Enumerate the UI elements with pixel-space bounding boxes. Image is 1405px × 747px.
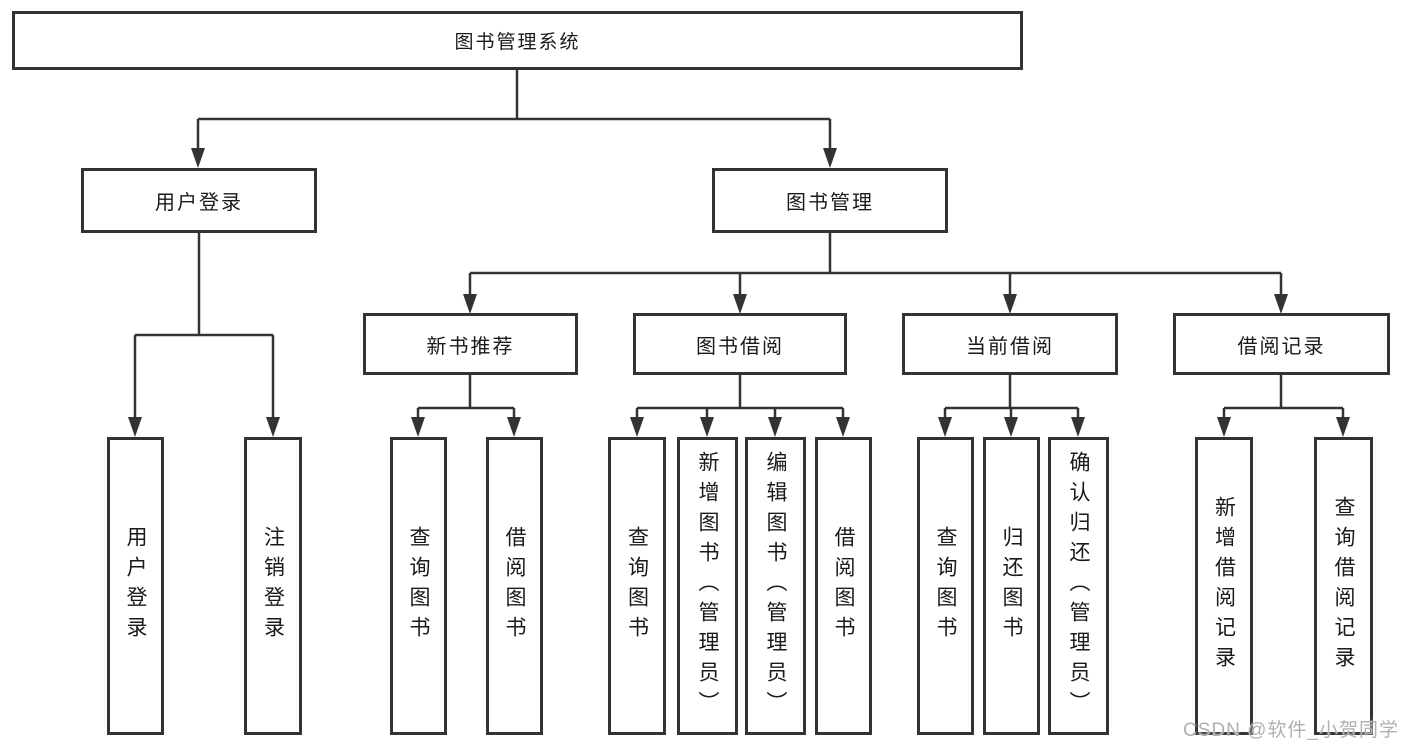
leaf-query-borrow-record: 查询借阅记录 [1314, 437, 1373, 735]
node-current-borrow: 当前借阅 [902, 313, 1118, 375]
leaf-label: 借阅图书 [832, 526, 855, 646]
leaf-label: 借阅图书 [503, 526, 526, 646]
leaf-label: 编辑图书（管理员） [764, 451, 787, 721]
connector-root [196, 70, 832, 150]
leaf-query-books-1: 查询图书 [390, 437, 447, 735]
connector-user-login [133, 233, 275, 419]
leaf-label: 新增图书（管理员） [696, 451, 719, 721]
leaf-borrow-books-2: 借阅图书 [815, 437, 872, 735]
node-label: 当前借阅 [966, 335, 1054, 358]
node-user-login: 用户登录 [81, 168, 317, 233]
leaf-label: 确认归还（管理员） [1067, 451, 1090, 721]
node-label: 图书管理系统 [454, 32, 581, 53]
node-label: 图书管理 [786, 192, 874, 214]
node-label: 图书借阅 [696, 335, 784, 358]
leaf-add-borrow-record: 新增借阅记录 [1195, 437, 1253, 735]
connector-current-borrow [943, 375, 1080, 419]
leaf-borrow-books-1: 借阅图书 [486, 437, 543, 735]
leaf-label: 用户登录 [124, 526, 147, 646]
leaf-label: 查询图书 [934, 526, 957, 646]
leaf-logout-login: 注销登录 [244, 437, 302, 735]
connector-new-book [416, 375, 516, 419]
node-book-management: 图书管理 [712, 168, 948, 233]
node-library-management-system: 图书管理系统 [12, 11, 1023, 70]
leaf-add-book-admin: 新增图书（管理员） [677, 437, 738, 735]
leaf-label: 查询借阅记录 [1332, 496, 1355, 676]
connector-borrow-records [1222, 375, 1345, 419]
node-book-borrow: 图书借阅 [633, 313, 847, 375]
watermark: CSDN @软件_小贺同学 [1183, 720, 1399, 741]
connector-book-borrow [635, 375, 845, 419]
node-label: 用户登录 [155, 192, 243, 214]
node-borrow-records: 借阅记录 [1173, 313, 1390, 375]
node-new-book-recommend: 新书推荐 [363, 313, 578, 375]
leaf-confirm-return-admin: 确认归还（管理员） [1048, 437, 1109, 735]
leaf-label: 归还图书 [1000, 526, 1023, 646]
leaf-query-books-3: 查询图书 [917, 437, 974, 735]
leaf-user-login: 用户登录 [107, 437, 164, 735]
leaf-return-books: 归还图书 [983, 437, 1040, 735]
connector-book-management [468, 233, 1283, 297]
leaf-label: 新增借阅记录 [1212, 496, 1236, 676]
leaf-query-books-2: 查询图书 [608, 437, 666, 735]
leaf-label: 查询图书 [407, 526, 430, 646]
leaf-label: 注销登录 [261, 526, 285, 646]
leaf-edit-book-admin: 编辑图书（管理员） [745, 437, 806, 735]
leaf-label: 查询图书 [625, 526, 649, 646]
node-label: 借阅记录 [1237, 335, 1326, 358]
node-label: 新书推荐 [426, 335, 515, 358]
arrowheads [128, 148, 1350, 437]
